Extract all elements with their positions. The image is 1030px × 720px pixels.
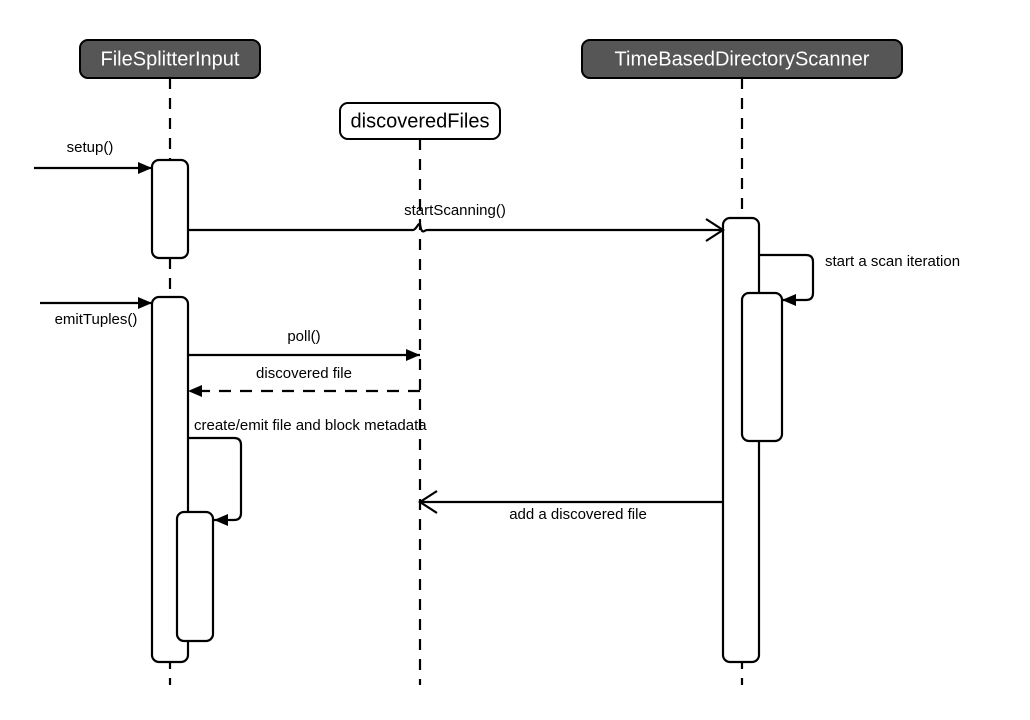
arrowhead-emitTuples (138, 297, 152, 309)
participant-timeBasedDirectoryScanner[interactable]: TimeBasedDirectoryScanner (581, 39, 903, 79)
participant-fileSplitterInput[interactable]: FileSplitterInput (79, 39, 261, 79)
message-createEmit[interactable] (188, 436, 243, 522)
message-line-startScanning (188, 222, 723, 233)
arrowhead-setup (138, 162, 152, 174)
message-label-setup: setup() (67, 139, 114, 156)
participant-label-fileSplitterInput: FileSplitterInput (101, 48, 240, 70)
message-addDiscoveredFile[interactable] (420, 494, 759, 505)
message-label-startScanIteration: start a scan iteration (825, 253, 960, 270)
participant-discoveredFiles[interactable]: discoveredFiles (339, 102, 501, 140)
message-label-addDiscoveredFile: add a discovered file (509, 506, 647, 523)
message-label-poll: poll() (287, 328, 320, 345)
message-label-createEmit: create/emit file and block metadata (194, 417, 427, 434)
activation-bar-scanner-nested (740, 291, 784, 443)
message-label-emitTuples: emitTuples() (55, 311, 138, 328)
arrowhead-addDiscoveredFile (417, 490, 438, 514)
arrowhead-createEmit (214, 514, 228, 526)
participant-box-fileSplitterInput (79, 39, 261, 79)
activation-bar-fsi-nested (175, 510, 215, 643)
message-line-addDiscoveredFile (420, 494, 759, 505)
participants-group: FileSplitterInput discoveredFiles TimeBase… (79, 39, 903, 140)
message-label-discoveredFile: discovered file (256, 365, 352, 382)
activations-group (150, 158, 784, 664)
participant-label-timeBasedDirectoryScanner: TimeBasedDirectoryScanner (615, 48, 870, 70)
message-line-createEmit (188, 436, 243, 522)
message-label-startScanning: startScanning() (404, 202, 506, 219)
messages-group (34, 166, 815, 522)
arrowhead-startScanning (705, 218, 726, 242)
arrowhead-startScanIteration (782, 294, 796, 306)
message-line-startScanIteration (759, 253, 815, 302)
participant-box-timeBasedDirectoryScanner (581, 39, 903, 79)
message-startScanIteration[interactable] (759, 253, 815, 302)
participant-box-discoveredFiles (339, 102, 501, 140)
message-decorations-group: setup() startScanning() start a scan itera… (55, 139, 960, 526)
participant-label-discoveredFiles: discoveredFiles (351, 110, 490, 132)
activation-bar-fsi-setup (150, 158, 190, 260)
arrowhead-poll (406, 349, 420, 361)
arrowhead-discoveredFile (188, 385, 202, 397)
message-startScanning[interactable] (188, 222, 723, 233)
